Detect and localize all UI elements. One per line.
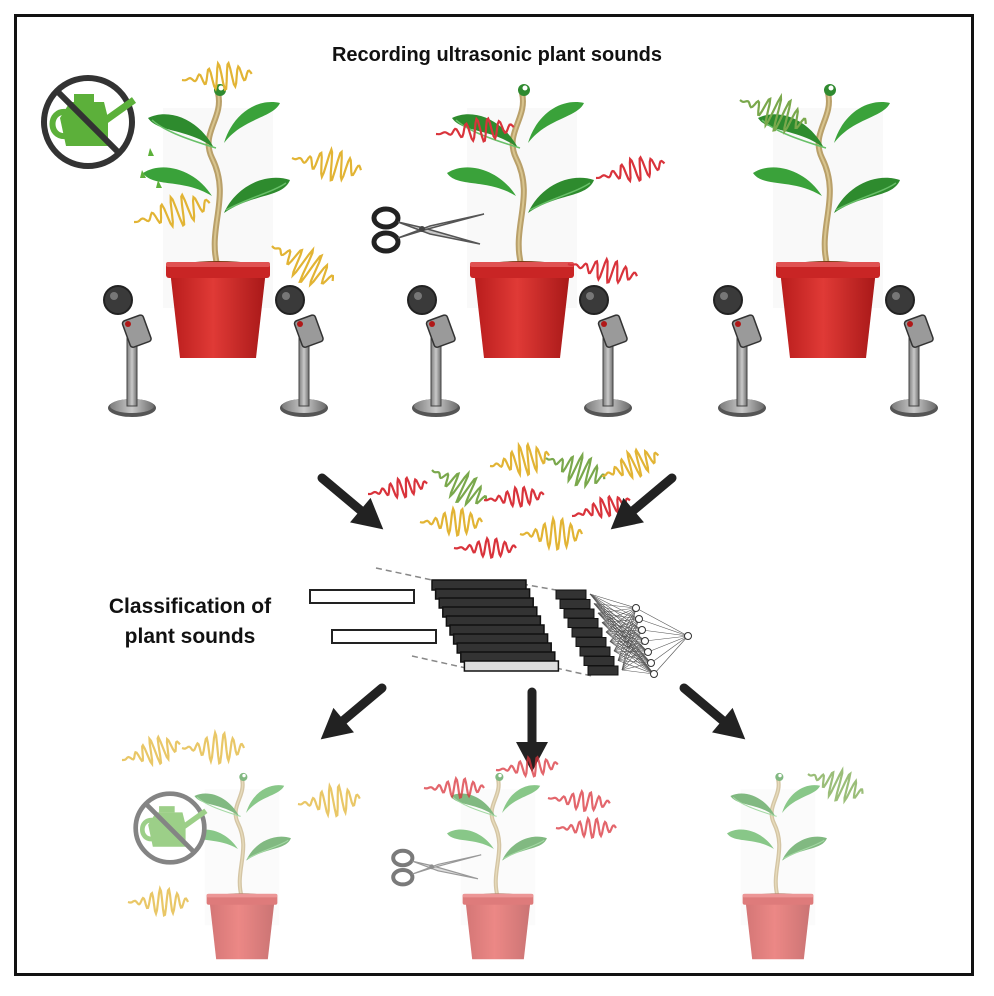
- dense-layer: [579, 646, 611, 657]
- sound-wave: [291, 146, 362, 183]
- classified-control: [727, 773, 827, 959]
- no-watering-icon: [44, 78, 134, 166]
- sound-wave: [367, 475, 428, 500]
- classification-label: Classification of plant sounds: [80, 592, 300, 652]
- sound-wave: [545, 451, 606, 490]
- classifier: [309, 567, 692, 678]
- input-bar: [309, 589, 415, 604]
- sound-wave: [519, 514, 584, 552]
- conv-layer: [463, 660, 560, 672]
- sound-wave: [133, 192, 211, 230]
- sound-wave: [739, 92, 807, 135]
- figure-title: Recording ultrasonic plant sounds: [331, 44, 663, 66]
- microphone-icon: [407, 285, 461, 418]
- sound-wave: [419, 505, 483, 537]
- drought-plant: [143, 84, 290, 358]
- sound-wave: [807, 766, 864, 805]
- sound-wave: [271, 245, 335, 288]
- dense-layers: [555, 589, 619, 676]
- input-bar: [331, 629, 437, 644]
- dense-layer: [575, 637, 607, 647]
- sound-wave: [423, 775, 485, 800]
- sound-waves: [133, 60, 807, 560]
- sound-wave: [431, 469, 488, 508]
- network-node: [647, 659, 655, 667]
- network-node: [644, 648, 652, 656]
- microphone-icon: [275, 285, 329, 418]
- figure-frame: [14, 14, 974, 976]
- sound-wave: [121, 734, 181, 768]
- network-node: [650, 670, 658, 678]
- sound-wave: [601, 447, 660, 481]
- sound-waves-classified: [121, 728, 864, 918]
- classified-drought: [136, 773, 291, 959]
- sound-wave: [483, 485, 545, 509]
- conv-layers: [431, 579, 560, 672]
- sound-wave: [547, 788, 611, 813]
- classification-label-line2: plant sounds: [124, 625, 256, 648]
- arrow-icon: [674, 676, 756, 752]
- dense-layer: [571, 627, 603, 638]
- classification-label-line1: Classification of: [108, 595, 272, 618]
- neural-network-icon: [589, 593, 692, 678]
- sound-wave: [297, 782, 361, 819]
- microphone-icon: [103, 285, 157, 418]
- microphone-icon: [713, 285, 767, 418]
- sound-wave: [571, 494, 631, 520]
- sound-wave: [489, 441, 551, 479]
- sound-wave: [495, 755, 559, 779]
- dense-layer: [563, 608, 595, 619]
- microphone-icon: [885, 285, 939, 418]
- arrow-icon: [516, 692, 548, 772]
- arrow-icon: [312, 466, 394, 542]
- network-node: [641, 637, 649, 645]
- dense-layer: [583, 656, 615, 666]
- sound-wave: [435, 116, 515, 144]
- dense-layer: [555, 589, 587, 600]
- cut-plant: [447, 84, 594, 358]
- sound-wave: [453, 535, 517, 560]
- network-node: [635, 615, 643, 623]
- dense-layer: [567, 618, 599, 628]
- network-node: [638, 626, 646, 634]
- sound-wave: [127, 885, 189, 918]
- water-drops: [140, 148, 162, 188]
- network-node: [684, 632, 692, 640]
- classified-cut: [393, 773, 547, 959]
- dense-layer: [587, 665, 619, 676]
- sound-wave: [595, 155, 666, 184]
- dense-layer: [559, 599, 591, 609]
- arrow-icon: [310, 676, 392, 752]
- sound-wave: [181, 60, 253, 92]
- microphone-icon: [579, 285, 633, 418]
- sound-wave: [181, 728, 246, 766]
- network-node: [632, 604, 640, 612]
- sound-wave: [555, 815, 617, 840]
- sound-wave: [567, 256, 638, 285]
